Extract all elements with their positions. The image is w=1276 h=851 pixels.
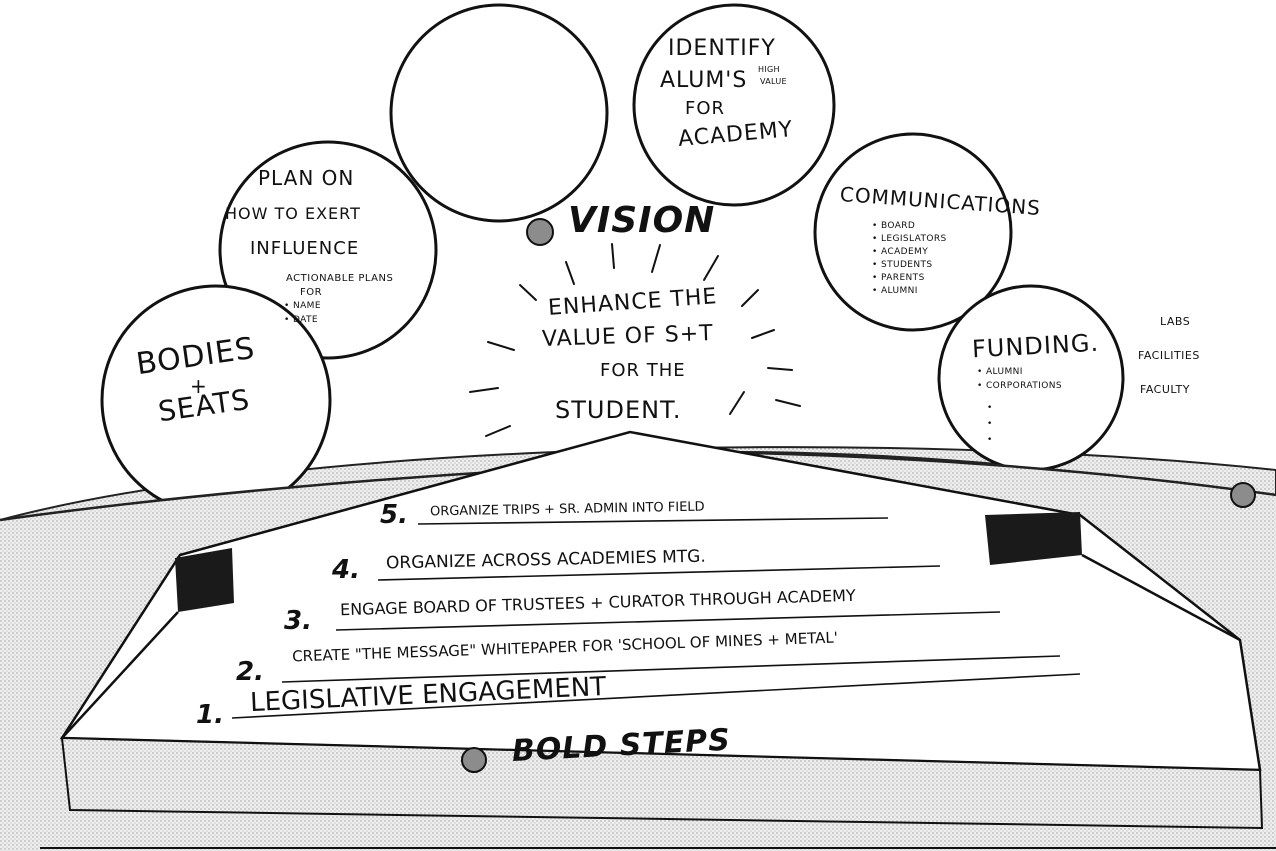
comm-bullet-3-text: Academy bbox=[880, 247, 929, 257]
platform-left-slope bbox=[61, 611, 179, 739]
bold-steps-dot bbox=[461, 747, 487, 773]
comm-bullet-5-text: Parents bbox=[880, 273, 925, 283]
plan-bullet-name-text: Name bbox=[292, 301, 321, 311]
center-line-3: for the bbox=[600, 360, 686, 381]
platform-right-slope bbox=[1081, 553, 1241, 642]
center-line-2: Value of S+T bbox=[541, 321, 715, 352]
plan-bullet-name: • Name bbox=[284, 301, 321, 311]
step-underlines bbox=[231, 517, 1081, 719]
funding-side-faculty: Faculty bbox=[1140, 383, 1190, 396]
funding-bullet-1-text: Alumni bbox=[985, 367, 1023, 377]
plan-line-2: How to Exert bbox=[225, 204, 361, 223]
platform-right-post bbox=[985, 512, 1082, 565]
plan-sub-2: for bbox=[300, 287, 323, 298]
step-5-number: 5. bbox=[380, 500, 408, 530]
funding-side-facilities: Facilities bbox=[1138, 349, 1200, 362]
plan-line-1: Plan on bbox=[258, 166, 355, 190]
identify-line-2: Alum's bbox=[660, 68, 748, 93]
step-1-number: 1. bbox=[196, 700, 224, 730]
funding-bullet-2-text: Corporations bbox=[985, 381, 1062, 391]
comm-bullet-5: • Parents bbox=[872, 273, 925, 283]
platform-front bbox=[60, 736, 1264, 830]
bodies-line-2: + bbox=[190, 374, 208, 398]
funding-bullet-2: • Corporations bbox=[977, 381, 1062, 391]
circle-identify bbox=[632, 3, 836, 207]
identify-note-1: High bbox=[758, 65, 780, 74]
circle-funding bbox=[937, 284, 1125, 472]
plan-sub-1: Actionable Plans bbox=[286, 273, 394, 284]
right-edge-dot bbox=[1230, 482, 1256, 508]
comm-bullet-6-text: Alumni bbox=[880, 286, 918, 296]
funding-bullet-1: • Alumni bbox=[977, 367, 1023, 377]
comm-bullet-1-text: Board bbox=[880, 221, 916, 231]
plan-line-3: Influence bbox=[250, 238, 360, 259]
circle-communications bbox=[813, 132, 1013, 332]
identify-note-2: Value bbox=[760, 77, 787, 86]
identify-line-3: for bbox=[685, 98, 726, 119]
comm-bullet-3: • Academy bbox=[872, 247, 929, 257]
step-4-number: 4. bbox=[332, 555, 360, 585]
step-2-number: 2. bbox=[236, 657, 264, 687]
comm-bullet-6: • Alumni bbox=[872, 286, 918, 296]
comm-bullet-4-text: Students bbox=[880, 260, 933, 270]
circle-empty bbox=[389, 3, 609, 223]
comm-bullet-1: • Board bbox=[872, 221, 916, 231]
center-line-4: Student. bbox=[555, 396, 682, 424]
comm-bullet-4: • Students bbox=[872, 260, 933, 270]
vision-label: VISION bbox=[568, 200, 716, 241]
vision-dot bbox=[526, 218, 554, 246]
hill-edge-right bbox=[699, 450, 1276, 497]
comm-bullet-2-text: Legislators bbox=[880, 234, 947, 244]
comm-bullet-2: • Legislators bbox=[872, 234, 947, 244]
identify-line-1: Identify bbox=[668, 36, 776, 61]
step-3-number: 3. bbox=[284, 606, 312, 636]
funding-empty-dots: ••• bbox=[987, 403, 993, 445]
funding-side-labs: Labs bbox=[1160, 315, 1191, 328]
funding-title: Funding. bbox=[971, 328, 1100, 364]
vision-rays bbox=[469, 243, 801, 437]
platform-left-post bbox=[175, 548, 234, 612]
plan-bullet-date: • Date bbox=[284, 315, 318, 325]
plan-bullet-date-text: Date bbox=[292, 315, 318, 325]
